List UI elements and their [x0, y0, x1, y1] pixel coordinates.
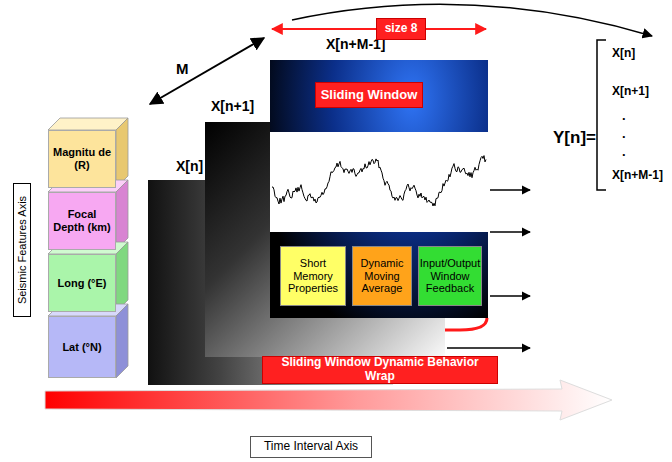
feature-cube: Magnitu de (R)	[48, 130, 116, 188]
sequence-dot: .	[622, 126, 626, 141]
node-text: Sliding Window Dynamic Behavior Wrap	[266, 356, 494, 384]
m-arrow	[150, 38, 264, 104]
cube-faces	[48, 118, 128, 378]
node-text: Seismic Features Axis	[16, 196, 29, 304]
dimension-label: M	[176, 60, 189, 77]
window-panel: X[n+M-1]Sliding WindowShort Memory Prope…	[270, 60, 488, 318]
output-label: Y[n]=	[553, 128, 596, 148]
property-box: Dynamic Moving Average	[352, 246, 412, 306]
node-text: size 8	[385, 22, 418, 36]
sequence-dot: .	[622, 108, 626, 123]
node-text: Long (°E)	[58, 277, 107, 290]
time-axis-arrow	[45, 380, 612, 420]
feature-cube: Long (°E)	[48, 254, 116, 312]
node-text: Focal Depth (km)	[52, 208, 112, 233]
node-text: Input/Output Window Feedback	[420, 257, 481, 295]
size-box: size 8	[376, 18, 426, 40]
feature-cube: Focal Depth (km)	[48, 192, 116, 250]
node-text: Time Interval Axis	[264, 440, 358, 454]
feature-cube: Lat (°N)	[48, 316, 116, 378]
axis-label: Seismic Features Axis	[13, 183, 31, 317]
sequence-dot: .	[622, 144, 626, 159]
property-box: Input/Output Window Feedback	[418, 246, 482, 306]
node-text: Lat (°N)	[62, 341, 101, 354]
panel-heading: X[n]	[176, 158, 203, 174]
axis-label: Time Interval Axis	[250, 436, 372, 458]
sequence-item: X[n+M-1]	[612, 168, 663, 182]
panel-heading: X[n+1]	[211, 98, 254, 114]
node-text: Magnitu de (R)	[52, 146, 112, 171]
node-text: Short Memory Properties	[284, 257, 342, 295]
wrap-box: Sliding Window Dynamic Behavior Wrap	[262, 356, 498, 384]
output-bracket	[597, 40, 606, 190]
node-text: Dynamic Moving Average	[356, 257, 408, 295]
node-text: Sliding Window	[321, 88, 418, 103]
property-box: Short Memory Properties	[280, 246, 346, 306]
output-curve	[292, 4, 652, 36]
sequence-item: X[n+1]	[612, 84, 649, 98]
title-box: Sliding Window	[315, 82, 423, 108]
sequence-item: X[n]	[612, 46, 635, 60]
